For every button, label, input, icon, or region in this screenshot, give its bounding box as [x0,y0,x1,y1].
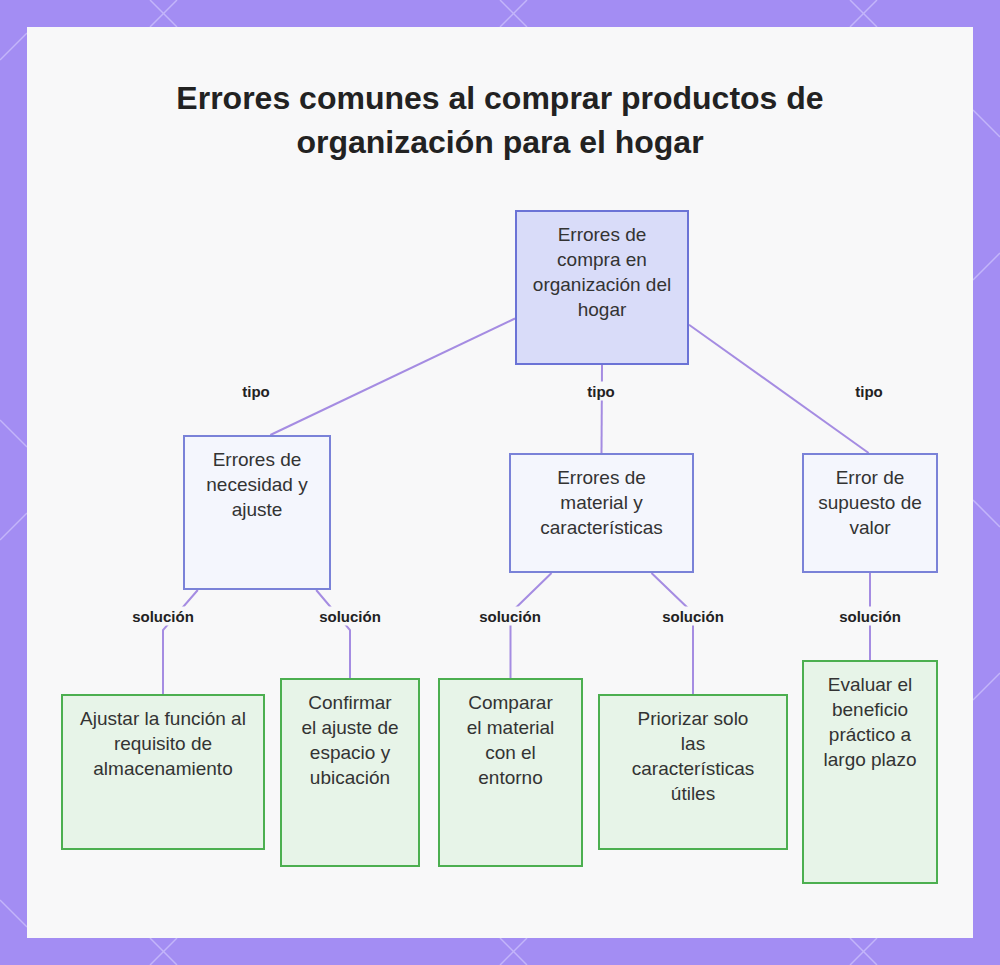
edge-label: solución [315,607,385,626]
solution-box: Priorizar solo las características útile… [598,694,788,850]
edge-label: tipo [851,382,887,401]
category-box: Errores de necesidad y ajuste [183,435,331,590]
connector-line [689,325,869,453]
node-text: Error de supuesto de valor [816,465,924,540]
node-text: Errores de compra en organización del ho… [531,222,673,322]
solution-box: Evaluar el beneficio práctico a largo pl… [802,660,938,884]
connector-line [651,573,693,694]
node-text: Ajustar la función al requisito de almac… [75,706,251,781]
edge-label: tipo [583,382,619,401]
solution-box: Ajustar la función al requisito de almac… [61,694,265,850]
node-text: Evaluar el beneficio práctico a largo pl… [816,672,924,772]
connector-line [270,319,515,436]
diagram-title: Errores comunes al comprar productos de … [160,76,840,164]
edge-label: solución [835,607,905,626]
solution-box: Comparar el material con el entorno [438,678,583,867]
connector-line [316,590,350,678]
edge-label: solución [475,607,545,626]
node-text: Comparar el material con el entorno [460,690,561,790]
node-text: Confirmar el ajuste de espacio y ubicaci… [300,690,400,790]
category-box: Error de supuesto de valor [802,453,938,573]
node-text: Priorizar solo las características útile… [624,706,762,806]
edge-label: tipo [238,382,274,401]
category-box: Errores de material y características [509,453,694,573]
node-text: Errores de necesidad y ajuste [199,447,315,522]
solution-box: Confirmar el ajuste de espacio y ubicaci… [280,678,420,867]
node-text: Errores de material y características [523,465,680,540]
edge-label: solución [658,607,728,626]
connector-line [601,365,604,453]
connector-line [511,573,552,678]
root-box: Errores de compra en organización del ho… [515,210,689,365]
edge-label: solución [128,607,198,626]
